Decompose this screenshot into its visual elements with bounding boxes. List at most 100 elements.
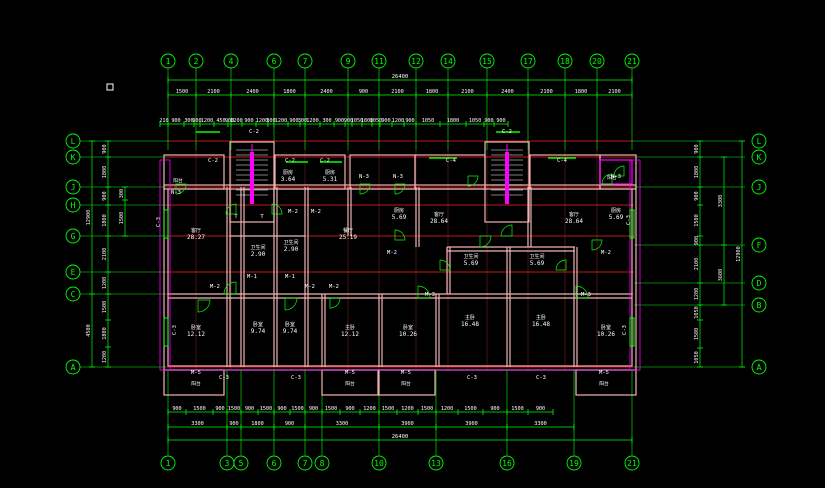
component-tag: M-3	[581, 292, 591, 298]
door-swing	[591, 239, 603, 251]
axis-bubble-right	[751, 297, 767, 313]
wall-upper-mid	[274, 154, 346, 190]
room-name: 客厅	[434, 211, 444, 218]
dimension-value: 2100	[102, 248, 108, 261]
axis-bubble-right-label: A	[757, 363, 762, 372]
dimension-value: 1800	[426, 89, 439, 95]
dimension-value: 1500	[193, 406, 206, 412]
dimension-value: 1500	[464, 406, 477, 412]
dimension-value: 1200	[230, 118, 243, 124]
dimension-value: 2400	[501, 89, 514, 95]
room-name: 卫生间	[463, 253, 478, 260]
dimension-value: 3300	[336, 421, 349, 427]
dimension-value: 3300	[534, 421, 547, 427]
component-tag: N-3	[359, 174, 369, 180]
wall-upper-left	[163, 154, 225, 190]
axis-bubble-right-label: B	[757, 301, 762, 310]
axis-bubble-top	[266, 53, 282, 69]
dimension-value: 3600	[718, 269, 724, 282]
dimension-value: 900	[344, 118, 353, 124]
dimension-value: 1500	[325, 406, 338, 412]
axis-bubble-top	[589, 53, 605, 69]
axis-bubble-left	[65, 179, 81, 195]
dimension-value: 900	[171, 118, 180, 124]
component-tag: N-3	[171, 190, 181, 196]
dimension-value: 1500	[228, 406, 241, 412]
balcony-tag: 阳台	[173, 177, 183, 184]
room-name: 卧室	[285, 321, 295, 328]
axis-bubble-left-label: J	[71, 183, 76, 192]
dimension-value: 1050	[351, 118, 364, 124]
dimension-value: 1800	[361, 118, 374, 124]
door-swing	[271, 203, 283, 215]
room-name: 厨房	[283, 169, 293, 176]
axis-bubble-right	[751, 359, 767, 375]
axis-bubble-top	[408, 53, 424, 69]
axis-bubble-left-label: E	[71, 268, 76, 277]
dimension-value: 1200	[392, 118, 405, 124]
room-area: 28.27	[187, 234, 205, 241]
axis-bubble-bottom	[314, 455, 330, 471]
axis-bubble-bottom-label: 7	[303, 459, 308, 468]
dimension-value: 1200	[256, 118, 269, 124]
room-area: 5.69	[464, 260, 479, 267]
room-area: 16.48	[461, 321, 479, 328]
overall-dimension-top: 26400	[392, 74, 409, 80]
axis-bubble-top	[160, 53, 176, 69]
dimension-value: 900	[694, 191, 700, 200]
dimension-value: 900	[694, 144, 700, 153]
component-tag: C-2	[249, 129, 259, 135]
door-swing	[225, 203, 237, 215]
room-area: 5.69	[392, 214, 407, 221]
dimension-value: 900	[192, 118, 201, 124]
room-name: 卫生间	[283, 239, 298, 246]
dimension-value: 300	[184, 118, 193, 124]
component-tag: C-2	[208, 158, 218, 164]
dimension-value: 900	[335, 118, 344, 124]
axis-bubble-top	[371, 53, 387, 69]
stair-left-walls	[229, 141, 275, 223]
axis-bubble-bottom-label: 5	[239, 459, 244, 468]
axis-bubble-top-label: 20	[592, 57, 602, 66]
dimension-value: 12900	[86, 210, 92, 226]
dimension-value: 1500	[382, 406, 395, 412]
balcony-tag: 阳台	[401, 380, 411, 387]
window-marker	[629, 317, 635, 347]
room-area: 9.74	[283, 328, 298, 335]
balcony-tag: 阳台	[599, 380, 609, 387]
room-name: 客厅	[569, 211, 579, 218]
dimension-value: 3900	[401, 421, 414, 427]
room-name: 卧室	[253, 321, 263, 328]
dimension-value: 900	[229, 421, 238, 427]
component-tag: M-2	[288, 209, 298, 215]
axis-bubble-bottom-label: 3	[225, 459, 230, 468]
axis-bubble-top-label: 21	[627, 57, 637, 66]
axis-bubble-left	[65, 133, 81, 149]
axis-bubble-top-label: 14	[443, 57, 453, 66]
room-name: 客厅	[191, 227, 201, 234]
dimension-value: 3900	[465, 421, 478, 427]
component-tag: T	[260, 214, 264, 220]
balcony-tag: 阳台	[607, 174, 617, 181]
room-area: 12.12	[187, 331, 205, 338]
axis-bubble-bottom	[371, 455, 387, 471]
dimension-value: 12900	[736, 246, 742, 262]
axis-bubble-bottom-label: 6	[272, 459, 277, 468]
room-name: 厨房	[325, 169, 335, 176]
dimension-value: 1200	[401, 406, 414, 412]
dimension-value: 900	[536, 406, 545, 412]
axis-bubble-bottom-label: 13	[431, 459, 441, 468]
window-marker	[163, 317, 169, 347]
room-area: 28.64	[565, 218, 583, 225]
component-tag: M-2	[329, 284, 339, 290]
dimension-value: 900	[102, 144, 108, 153]
component-tag: M-5	[599, 370, 609, 376]
room-area: 5.69	[609, 214, 624, 221]
dimension-value: 1800	[283, 89, 296, 95]
component-tag: N-3	[611, 174, 621, 180]
door-swing	[329, 297, 341, 309]
room-name: 主卧	[465, 314, 475, 321]
